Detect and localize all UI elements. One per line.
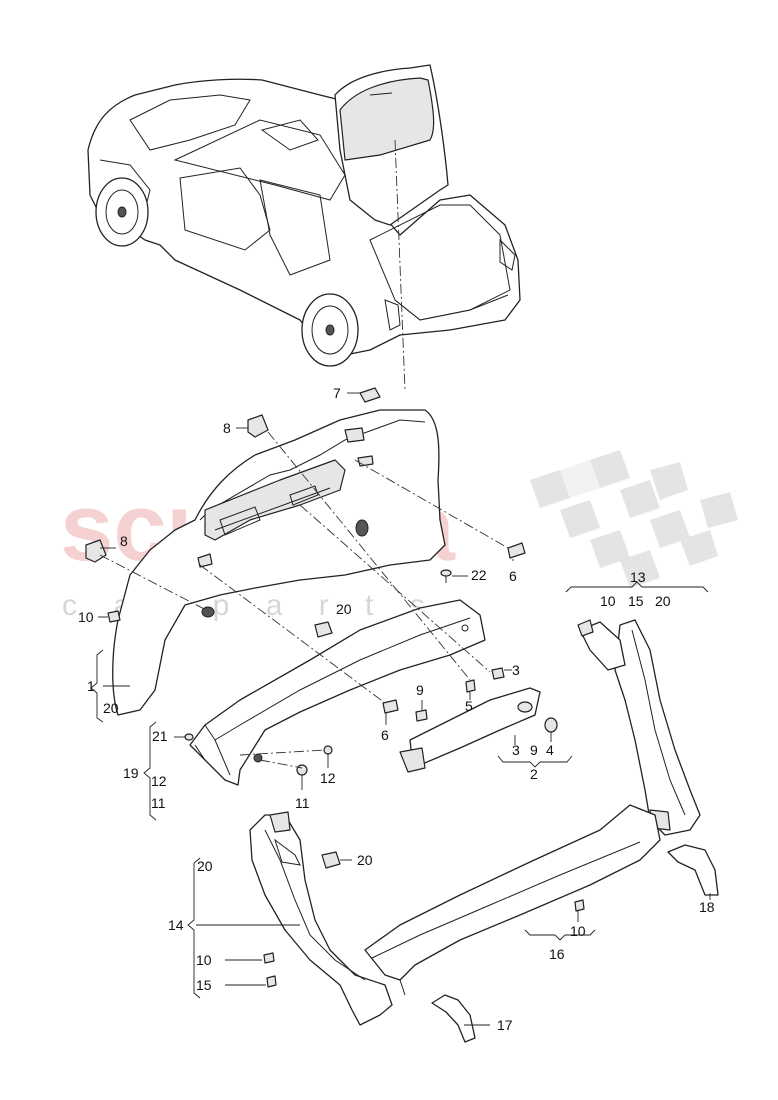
- checker-flag-watermark: [530, 450, 738, 588]
- clip-part-3: [491, 667, 505, 680]
- cover-part-17: [431, 994, 476, 1043]
- clip-part-6-right: [507, 542, 526, 559]
- tailgate-trim-panel: [112, 409, 446, 716]
- loading-sill-trim: [364, 804, 661, 996]
- callout-11: 11: [295, 795, 310, 811]
- left-pillar-trim-body: [249, 814, 393, 1026]
- clip-part-15-pillar: [266, 975, 277, 988]
- clip-part-5: [465, 679, 476, 693]
- clip-part-10-lower: [574, 899, 585, 912]
- callout-7: 7: [333, 385, 341, 401]
- callout-10-pillar: 10: [196, 952, 212, 968]
- callout-8-left: 8: [120, 533, 128, 549]
- tailgate-trim-outer: [112, 409, 446, 716]
- right-pillar-trim: [577, 619, 701, 836]
- callout-9-top: 9: [416, 682, 424, 698]
- right-pillar-trim-body: [614, 619, 701, 836]
- loading-sill-body: [364, 804, 661, 981]
- car-body: [87, 78, 521, 356]
- center-trim-strip: [189, 599, 486, 786]
- clip-part-9: [415, 709, 428, 722]
- clip-part-20-center: [314, 621, 333, 638]
- cap-part-4: [544, 717, 558, 733]
- callout-3-top: 3: [512, 662, 520, 678]
- cap-part-12: [323, 745, 333, 755]
- callout-3-bracket: 3: [512, 742, 520, 758]
- bracket-19: [143, 721, 157, 821]
- callout-6-lower: 6: [381, 727, 389, 743]
- vehicle-illustration: [87, 64, 521, 367]
- rear-wheel: [301, 293, 359, 367]
- callout-15-pillar: 15: [196, 977, 212, 993]
- callout-18: 18: [699, 899, 715, 915]
- callout-20-bracket1: 20: [103, 700, 119, 716]
- callout-8-upper: 8: [223, 420, 231, 436]
- clip-part-6-lower: [382, 699, 399, 714]
- callout-10-lower: 10: [570, 923, 586, 939]
- clip-part-10-left: [107, 610, 121, 623]
- callout-4: 4: [546, 742, 554, 758]
- callout-20-center: 20: [336, 601, 352, 617]
- callout-20-bracket13: 20: [655, 593, 671, 609]
- callout-10-bracket13: 10: [600, 593, 616, 609]
- bracket-2: [497, 755, 573, 768]
- bracket-1: [90, 649, 104, 723]
- callout-1: 1: [87, 678, 95, 694]
- callout-11-bracket: 11: [151, 795, 166, 811]
- callout-22: 22: [471, 567, 487, 583]
- callout-5: 5: [465, 698, 473, 714]
- callout-12: 12: [320, 770, 336, 786]
- callout-15-bracket13: 15: [628, 593, 644, 609]
- bracket-part-8-left: [85, 539, 107, 563]
- brackets: [90, 581, 709, 999]
- callout-21: 21: [152, 728, 168, 744]
- bolt-part-22: [440, 569, 452, 583]
- alignment-lines: [99, 139, 509, 769]
- leader-lines: [98, 392, 711, 1026]
- callout-9-bracket: 9: [530, 742, 538, 758]
- callout-2: 2: [530, 766, 538, 782]
- callout-10-left: 10: [78, 609, 94, 625]
- clip-part-20-lower: [321, 851, 341, 869]
- bracket-13: [565, 581, 709, 593]
- cover-part-18: [667, 844, 719, 896]
- front-wheel: [95, 177, 149, 247]
- callout-16: 16: [549, 946, 565, 962]
- screw-part-21: [184, 733, 194, 741]
- plug-part-11: [296, 764, 308, 776]
- handle-trim-body: [409, 687, 541, 766]
- callout-19: 19: [123, 765, 139, 781]
- center-trim-strip-body: [189, 599, 486, 786]
- callout-14: 14: [168, 917, 184, 933]
- callouts: 7 8 8 6 22 10 20 1 20 3 9 5 6 4 3 9 2 21…: [78, 385, 715, 1033]
- small-parts: [85, 387, 719, 1043]
- callout-6-right: 6: [509, 568, 517, 584]
- callout-20-bracket14: 20: [197, 858, 213, 874]
- left-pillar-trim: [249, 811, 393, 1026]
- tailgate-glass: [339, 77, 435, 161]
- handle-trim-part: [399, 687, 541, 773]
- tailgate-handle-recess: [204, 459, 346, 541]
- bracket-16: [524, 929, 596, 941]
- callout-20-lower: 20: [357, 852, 373, 868]
- bracket-part-8-upper: [247, 414, 269, 438]
- callout-13: 13: [630, 569, 646, 585]
- bracket-14: [187, 857, 201, 999]
- callout-12-bracket: 12: [151, 773, 167, 789]
- clip-part-10-pillar: [263, 952, 275, 964]
- clip-part-7: [359, 387, 381, 403]
- callout-17: 17: [497, 1017, 513, 1033]
